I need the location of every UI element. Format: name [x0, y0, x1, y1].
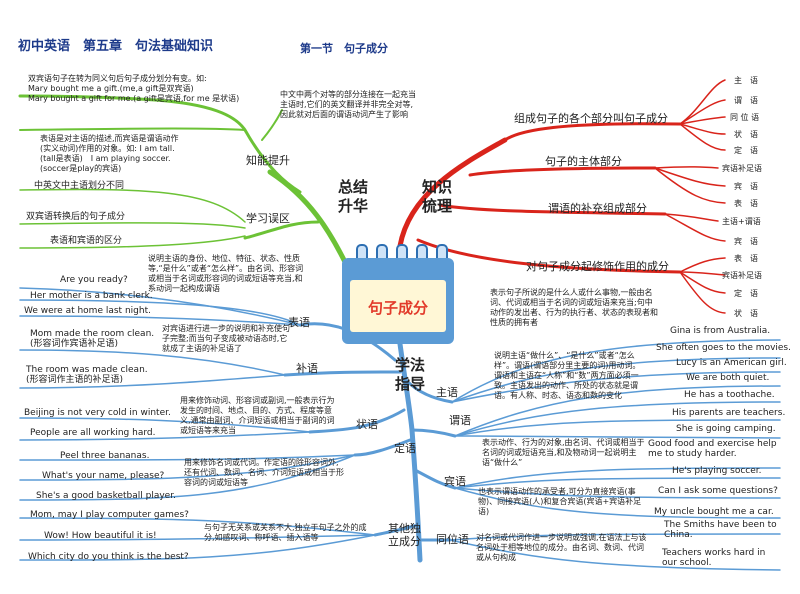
dingyu-example: She's a good basketball player.	[36, 491, 176, 501]
green-leaf-2	[19, 222, 246, 229]
red-leaf: 表 语	[734, 199, 758, 208]
zhuangyu-example: People are all working hard.	[30, 428, 156, 438]
dingyu-example: What's your name, please?	[42, 471, 165, 481]
red-trunk	[397, 137, 508, 249]
red-leaf: 谓 语	[734, 96, 758, 105]
green-branch-wuqu	[243, 220, 320, 240]
quadrant-zongjie: 总结升华	[338, 178, 369, 215]
binyu-example: Good food and exercise help me to study …	[648, 439, 777, 459]
zhineng-note-1: 双宾语句子在转为同义句后句子成分划分有变。如: Mary bought me a…	[28, 74, 240, 103]
zhineng-note-2: 表语是对主语的描述,而宾语是谓语动作 (实义动词)作用的对象。如: I am t…	[40, 134, 179, 173]
red-branch-label: 对句子成分起修饰作用的成分	[526, 260, 669, 273]
green-leaf-3	[19, 235, 246, 249]
duli-example: Which city do you think is the best?	[28, 552, 189, 562]
zhuyu-example: Gina is from Australia.	[670, 326, 771, 336]
weiyu-example: She is going camping.	[676, 424, 776, 434]
red-leaf: 状 语	[734, 309, 758, 318]
zhishi-top-note: 中文中两个对等的部分连接在一起充当 主语时,它们的英文翻译并非完全对等, 因此就…	[280, 90, 416, 119]
buyu-desc: 对宾语进行进一步的说明和补充使句子完整;而当句子变成被动语态时,它就成了主语的补…	[162, 324, 290, 353]
binyu-label: 宾语	[444, 475, 466, 488]
duli-example: Mom, may I play computer games?	[30, 510, 189, 520]
red-leaf: 主 语	[734, 76, 758, 85]
card-inner: 句子成分	[350, 280, 446, 332]
green-leaf-1	[19, 188, 246, 223]
duli-label: 其他独立成分	[388, 522, 421, 548]
red-branch-label: 谓语的补充组成部分	[548, 202, 647, 215]
red-leaf: 宾语补足语	[722, 164, 762, 173]
wuqu-label: 学习误区	[246, 212, 290, 225]
page-title: 初中英语 第五章 句法基础知识	[18, 39, 214, 54]
red-branch-1	[503, 122, 682, 142]
binyu-example: He's playing soccer.	[672, 466, 762, 476]
red-leaf: 表 语	[734, 254, 758, 263]
zhuyu-example: Lucy is an American girl.	[676, 358, 787, 368]
quadrant-zhishi: 知识梳理	[422, 178, 453, 215]
red-leaf: 同 位 语	[730, 113, 760, 122]
red-leaf: 定 语	[734, 146, 758, 155]
binyu-example: My uncle bought me a car.	[654, 507, 774, 517]
weiyu-example: We are both quiet.	[686, 373, 770, 383]
buyu-example: The room was made clean. (形容词作主语的补足语)	[26, 365, 148, 385]
red-branch-2	[468, 166, 657, 177]
duli-example: Wow! How beautiful it is!	[44, 531, 157, 541]
wuqu-item: 表语和宾语的区分	[50, 236, 123, 246]
tongwei-desc: 对名词或代词作进一步说明或强调,在语法上与该名词处于相等地位的成分。由名词、数词…	[476, 533, 647, 562]
green-branch-zhineng	[18, 94, 302, 194]
duli-desc: 与句子无关系或关系不大,独立于句子之外的成分,如感叹词、称呼语、插入语等	[204, 523, 367, 542]
binyu-desc-1: 表示动作、行为的对象,由名词、代词或相当于名词的词或短语充当,和及物动词一起说明…	[482, 438, 645, 467]
red-leaf: 状 语	[734, 130, 758, 139]
center-card: 句子成分	[342, 244, 454, 344]
green-branch-note	[261, 109, 283, 141]
zhineng-label: 知能提升	[246, 154, 290, 167]
green-trunk	[267, 169, 348, 265]
biaoyu-example: Are you ready?	[60, 275, 128, 285]
red-leaf: 宾语补足语	[722, 271, 762, 280]
biaoyu-example: We were at home last night.	[24, 306, 151, 316]
dingyu-example: Peel three bananas.	[60, 451, 150, 461]
buyu-label: 补语	[296, 362, 318, 375]
zhuangyu-desc: 用来修饰动词、形容词或副词,一般表示行为发生的时间、地点、目的、方式、程度等意义…	[180, 396, 335, 435]
dingyu-desc: 用来修饰名词或代词。作定语的除形容词外,还有代词、数词、名词、介词短语或相当于形…	[184, 458, 344, 487]
page-subtitle: 第一节 句子成分	[300, 42, 388, 55]
green-branch-zhineng-2	[19, 127, 246, 131]
quadrant-xuefa: 学法指导	[395, 356, 426, 393]
red-leaf: 宾 语	[734, 237, 758, 246]
center-topic: 句子成分	[367, 299, 428, 317]
wuqu-item: 双宾语转换后的句子成分	[26, 212, 126, 222]
red-branch-3	[438, 203, 667, 216]
card-body: 句子成分	[342, 258, 454, 344]
red-leaf: 主语+谓语	[722, 217, 761, 226]
zhuyu-example: She often goes to the movies.	[656, 343, 791, 353]
tongwei-example: Teachers works hard in our school.	[662, 548, 766, 568]
zhuyu-label: 主语	[436, 386, 458, 399]
red-leaf: 定 语	[734, 289, 758, 298]
zhuyu-desc: 表示句子所说的是什么人或什么事物,一般由名词、代词或相当于名词的词或短语来充当;…	[490, 288, 658, 327]
tongwei-label: 同位语	[436, 533, 469, 546]
binyu-desc-2: 也表示谓语动作的承受者,可分为直接宾语(事物)、间接宾语(人)和复合宾语(宾语+…	[478, 487, 642, 516]
red-branch-label: 句子的主体部分	[545, 155, 622, 168]
binyu-example: Can I ask some questions?	[658, 486, 778, 496]
dingyu-label: 定语	[394, 442, 416, 455]
zhuangyu-label: 状语	[356, 418, 378, 431]
buyu-example: Mom made the room clean. (形容词作宾语补足语)	[30, 329, 155, 349]
zhuangyu-example: Beijing is not very cold in winter.	[24, 408, 171, 418]
tongwei-example: The Smiths have been to China.	[664, 520, 777, 540]
weiyu-desc: 说明主语“做什么”、“是什么”或者“怎么样”。谓语(谓语部分里主要的词)用动词。…	[494, 351, 641, 400]
weiyu-label: 谓语	[449, 414, 471, 427]
biaoyu-label: 表语	[288, 316, 310, 329]
red-branch-label: 组成句子的各个部分叫句子成分	[514, 112, 668, 125]
wuqu-item: 中英文中主语划分不同	[34, 181, 125, 191]
red-leaf: 宾 语	[734, 182, 758, 191]
weiyu-example: He has a toothache.	[684, 390, 775, 400]
biaoyu-desc: 说明主语的身份、地位、特征、状态、性质等,“是什么”或者“怎么样”。由名词、形容…	[148, 254, 304, 293]
weiyu-example: His parents are teachers.	[672, 408, 786, 418]
biaoyu-example: Her mother is a bank clerk.	[30, 291, 153, 301]
